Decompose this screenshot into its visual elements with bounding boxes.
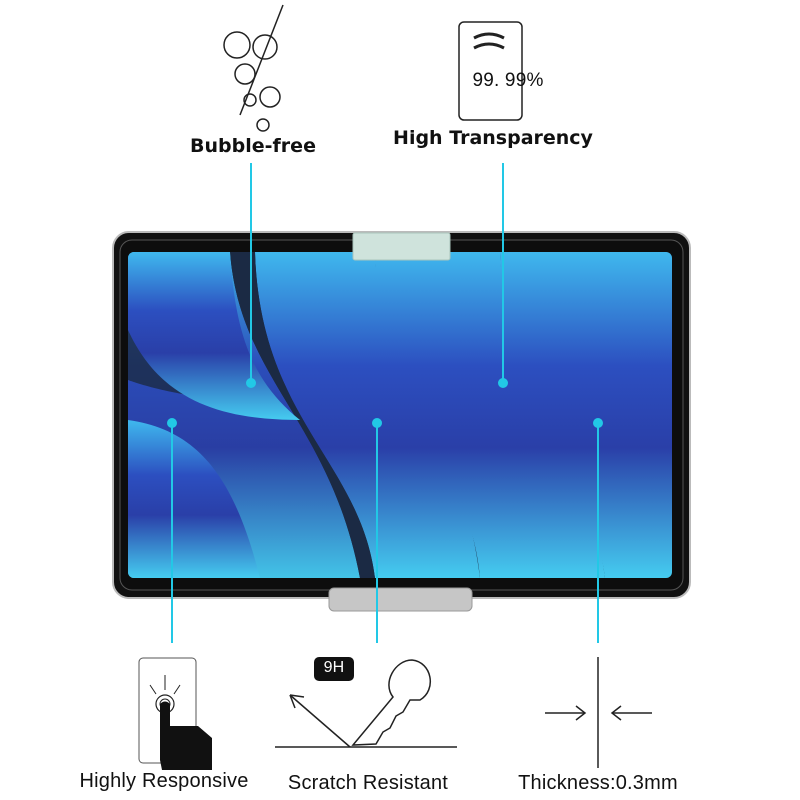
touch-icon xyxy=(138,657,212,770)
high-transparency-label: High Transparency xyxy=(393,127,593,149)
thickness-label: Thickness:0.3mm xyxy=(518,772,678,794)
transparency-icon xyxy=(458,21,523,121)
highly-responsive-label: Highly Responsive xyxy=(79,770,249,792)
bubble-icon xyxy=(223,4,284,132)
key-scratch-icon xyxy=(275,659,457,748)
bubble-free-label: Bubble-free xyxy=(190,135,316,157)
tablet-illustration xyxy=(112,231,691,612)
hardness-badge-bg xyxy=(314,657,354,681)
scratch-resistant-label: Scratch Resistant xyxy=(287,772,449,794)
transparency-value: 99. 99% xyxy=(472,70,544,91)
callout-lines xyxy=(167,163,603,643)
hardness-badge: 9H xyxy=(323,659,345,676)
thickness-icon xyxy=(545,657,652,768)
